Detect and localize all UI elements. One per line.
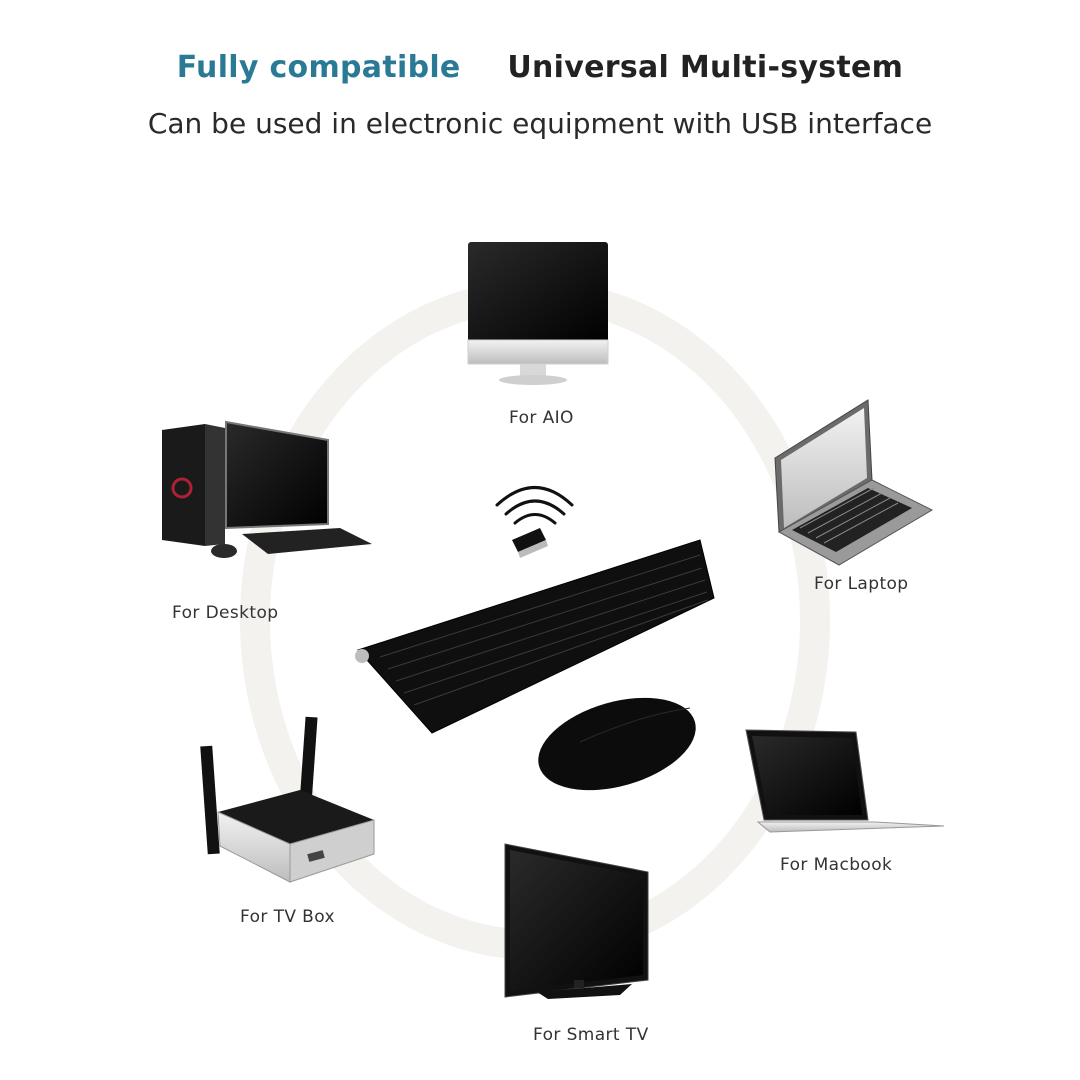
device-label-aio: For AIO [509,408,574,428]
desktop-pc-icon [162,420,372,558]
wireless-signal-icon [495,486,574,525]
all-in-one-pc-icon [467,242,609,385]
tv-box-icon [200,716,375,883]
header: Fully compatible Universal Multi-system … [0,50,1080,140]
title-row: Fully compatible Universal Multi-system [0,50,1080,85]
device-label-desktop: For Desktop [172,603,279,623]
main-title: Universal Multi-system [507,50,904,85]
smart-tv-icon [504,843,649,999]
macbook-icon [745,729,945,833]
mouse-icon [538,697,696,791]
device-label-macbook: For Macbook [780,855,893,875]
keyboard-icon [355,539,715,734]
accent-title: Fully compatible [176,50,461,85]
usb-receiver-icon [512,528,548,558]
subtitle: Can be used in electronic equipment with… [147,107,933,140]
laptop-icon [774,399,934,566]
device-label-laptop: For Laptop [814,574,909,594]
device-label-smart-tv: For Smart TV [533,1025,649,1045]
device-label-tv-box: For TV Box [240,907,335,927]
